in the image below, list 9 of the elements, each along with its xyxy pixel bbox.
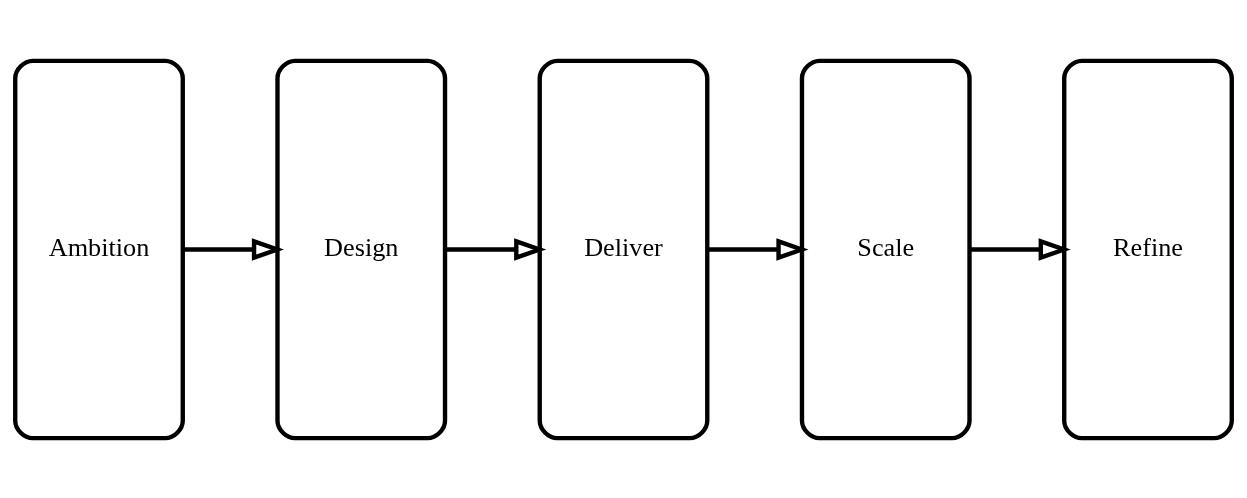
arrow: [707, 237, 809, 261]
arrow: [445, 237, 547, 261]
node-box: Ambition: [13, 58, 185, 440]
node-box: Design: [275, 58, 448, 440]
arrow: [969, 237, 1071, 261]
arrow: [183, 237, 284, 261]
node-box: Scale: [799, 58, 972, 440]
node-box: Deliver: [537, 58, 710, 440]
node-box: Refine: [1062, 58, 1234, 440]
